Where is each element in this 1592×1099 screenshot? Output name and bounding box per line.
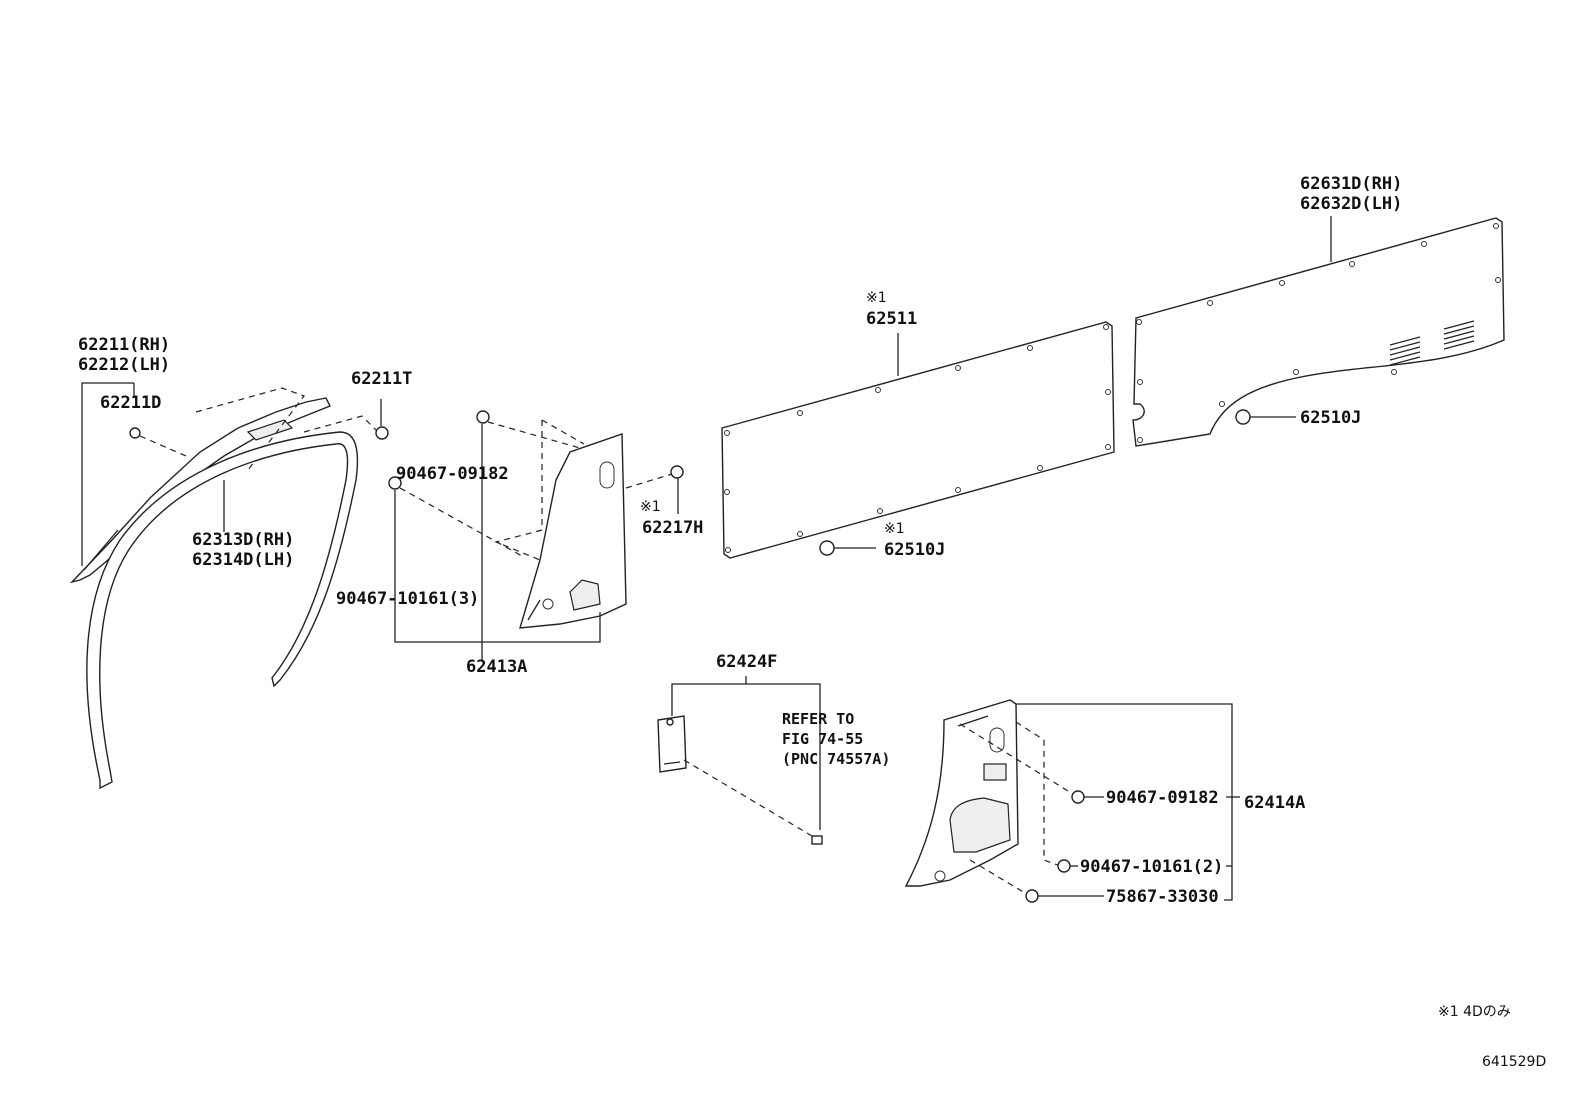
label-62313d-rh: 62313D(RH): [192, 530, 294, 550]
clip-62510j-a: [819, 540, 876, 556]
dashed-62211-box: [195, 387, 305, 471]
quarter-trim-62414a: [904, 699, 1019, 887]
label-note-star-a: ※1: [640, 499, 661, 515]
dashes-62414a: [959, 721, 1077, 897]
label-62632d-lh: 62632D(LH): [1300, 194, 1402, 214]
panel-62631d-holes: [1136, 223, 1501, 443]
quarter-trim-62413a: [519, 433, 627, 629]
label-refer-line3: (PNC 74557A): [782, 750, 890, 768]
clip-62510j-b: [1235, 409, 1296, 425]
label-62212-lh: 62212(LH): [78, 355, 170, 375]
label-figure-id: 641529D: [1482, 1054, 1546, 1070]
label-62211d: 62211D: [100, 393, 161, 413]
leaders-62414a: [1016, 703, 1240, 901]
label-refer-line2: FIG 74-55: [782, 730, 863, 748]
label-62510j-a: 62510J: [884, 540, 945, 560]
label-62211-rh: 62211(RH): [78, 335, 170, 355]
label-62424f: 62424F: [716, 652, 777, 672]
label-62314d-lh: 62314D(LH): [192, 550, 294, 570]
clips-62413a: [388, 410, 684, 490]
label-62511: 62511: [866, 309, 917, 329]
label-90467-10161-2: 90467-10161(2): [1080, 857, 1223, 877]
leader-62413a: [394, 424, 601, 660]
label-footnote: ※1 4Dのみ: [1438, 1004, 1511, 1020]
label-note-star-c: ※1: [884, 521, 905, 537]
label-62211t: 62211T: [351, 369, 412, 389]
label-62217h: 62217H: [642, 518, 703, 538]
weatherstrip-62313d: [86, 431, 359, 790]
clips-62414a: [1025, 790, 1085, 903]
panel-62631d-vents: [1389, 320, 1475, 366]
label-refer-line1: REFER TO: [782, 710, 854, 728]
bracket-62424f: [657, 715, 687, 773]
dashes-62413a: [399, 419, 673, 561]
panel-62511-holes: [724, 324, 1111, 553]
pillar-garnish-62211: [69, 397, 331, 584]
label-62510j-b: 62510J: [1300, 408, 1361, 428]
label-75867-33030: 75867-33030: [1106, 887, 1219, 907]
label-62631d-rh: 62631D(RH): [1300, 174, 1402, 194]
label-62413a: 62413A: [466, 657, 527, 677]
leader-62211: [81, 382, 135, 566]
label-90467-10161-3: 90467-10161(3): [336, 589, 479, 609]
dashed-62211t: [303, 415, 379, 433]
label-note-star-b: ※1: [866, 290, 887, 306]
label-90467-09182-b: 90467-09182: [1106, 788, 1219, 808]
leader-62424f: [671, 676, 823, 845]
label-62414a: 62414A: [1244, 793, 1305, 813]
clip-62211d: [129, 427, 187, 457]
panel-62631d: [1132, 217, 1505, 447]
clip-62211t: [375, 399, 389, 440]
panel-62511: [721, 321, 1115, 559]
label-90467-09182-a: 90467-09182: [396, 464, 509, 484]
